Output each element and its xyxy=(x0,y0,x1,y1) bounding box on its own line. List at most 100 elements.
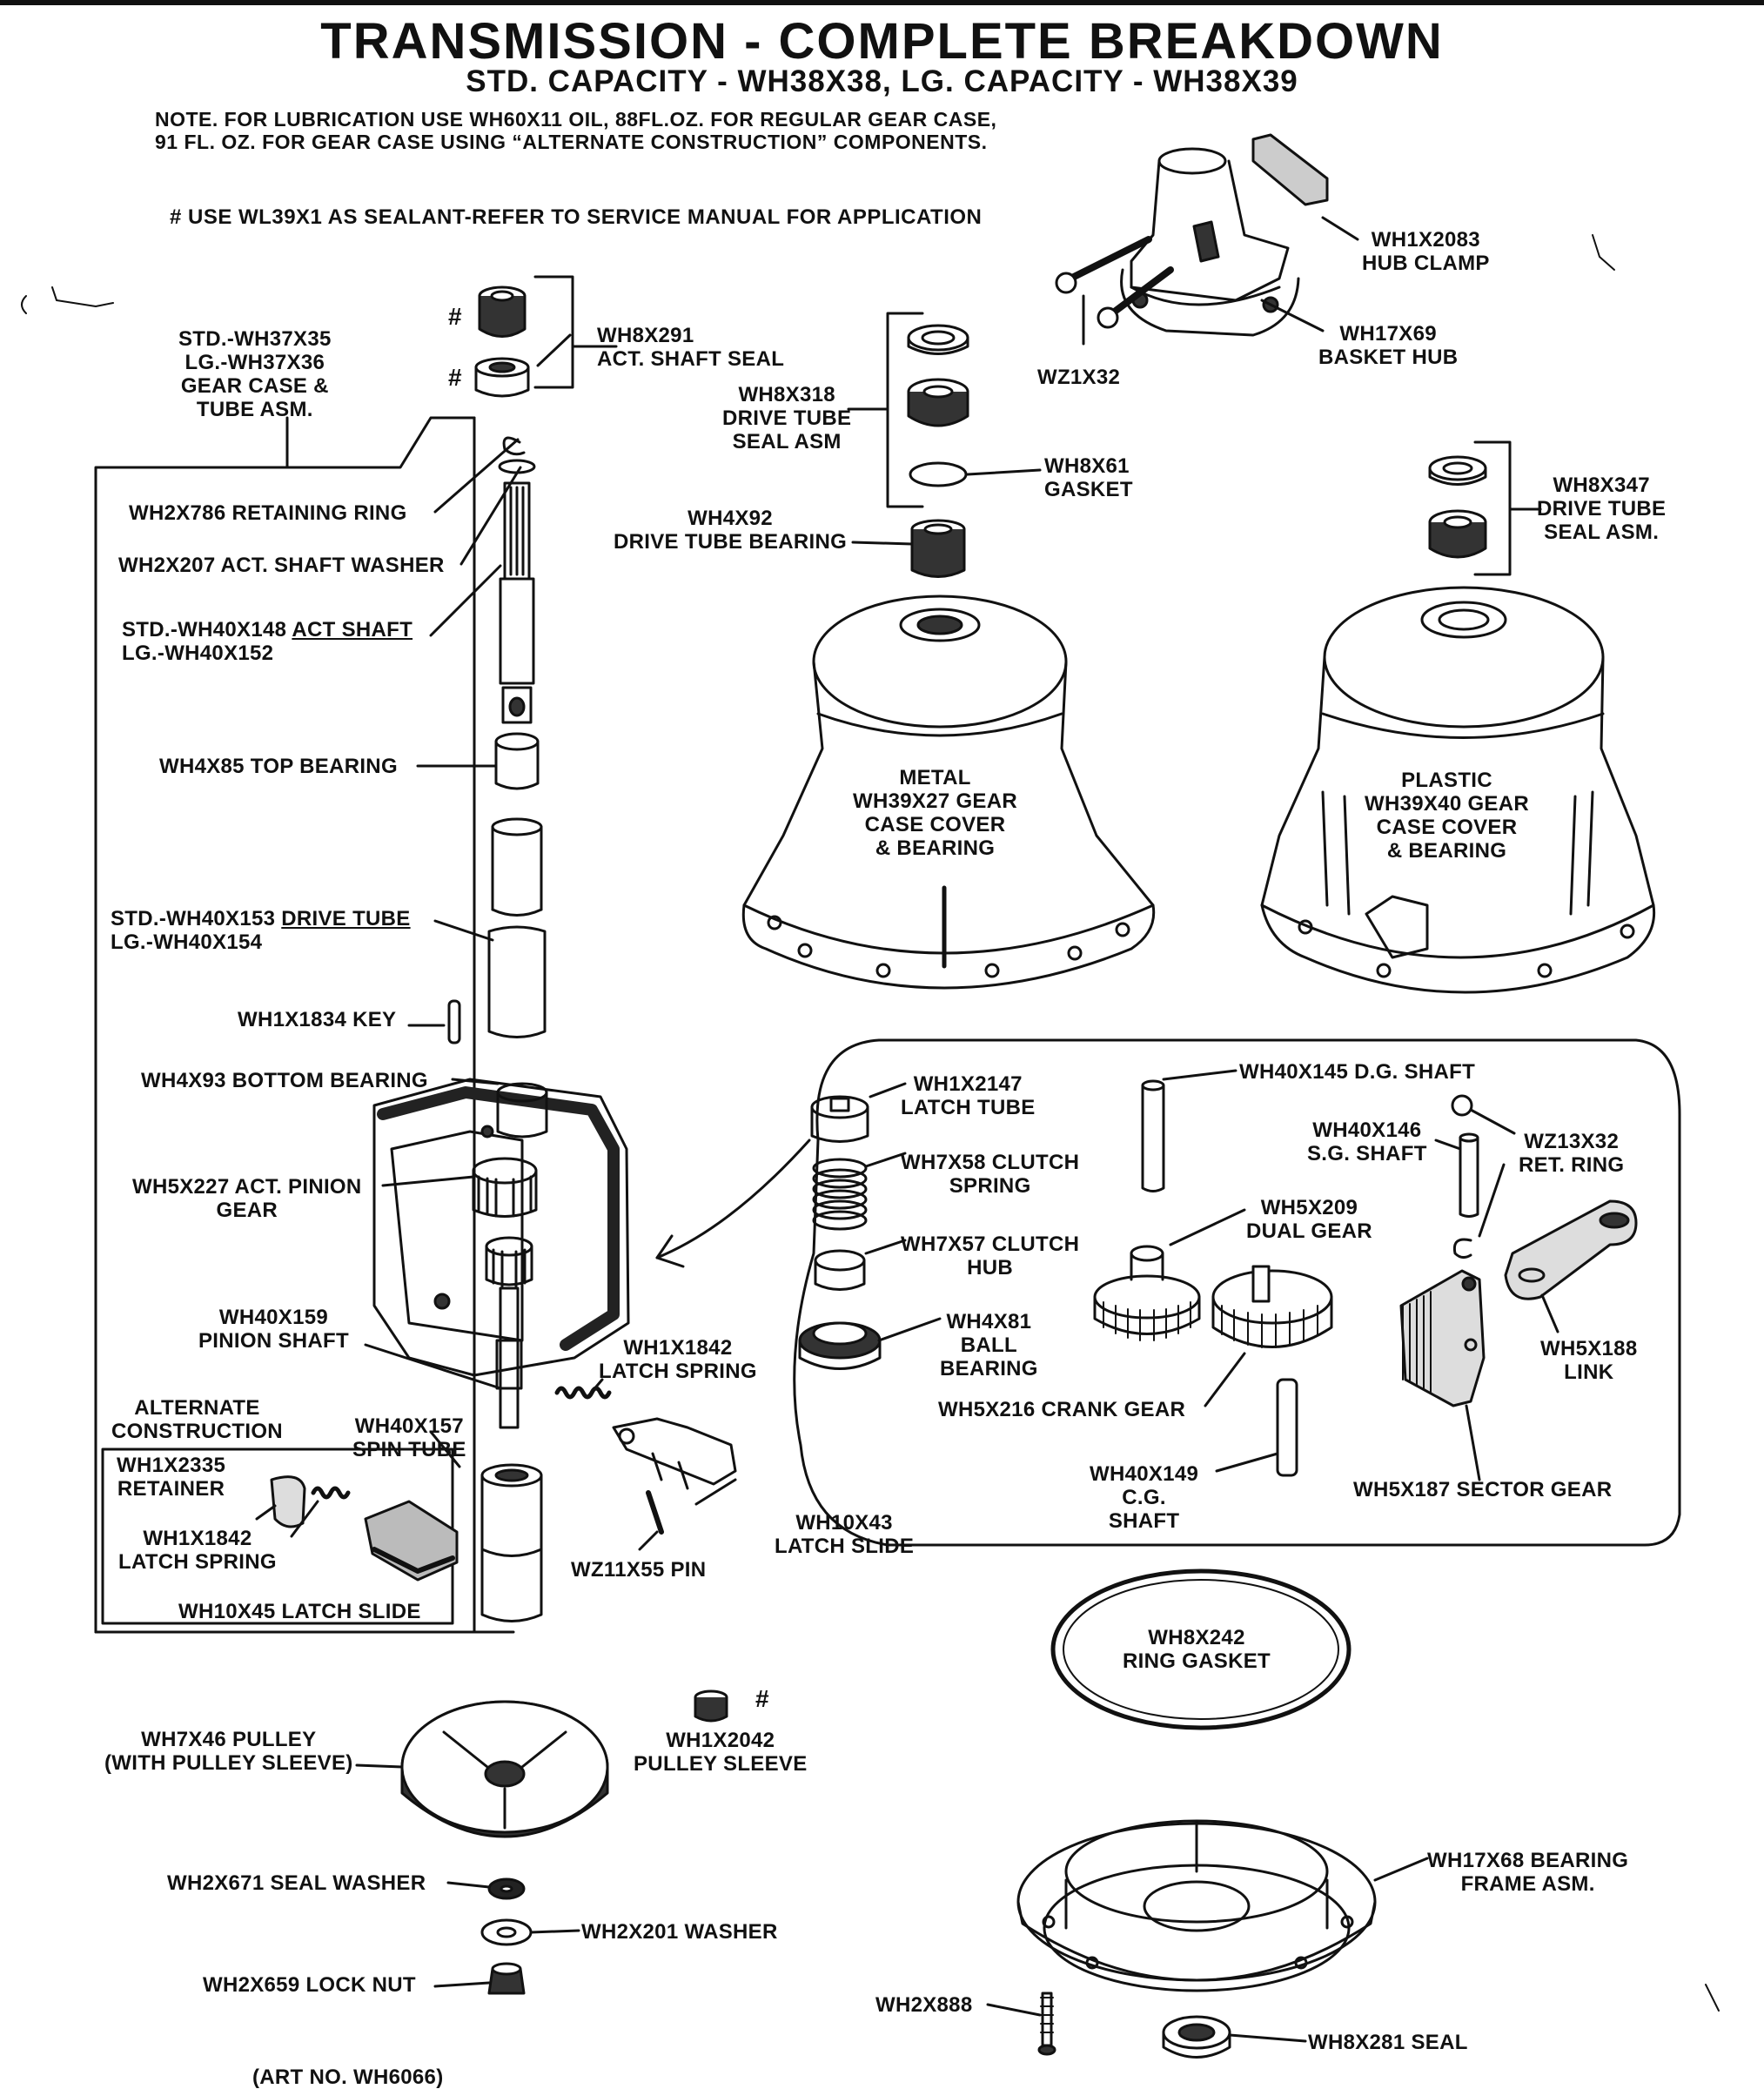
label-latch-slide: WH10X43 LATCH SLIDE xyxy=(775,1511,915,1558)
label-pinion-shaft: WH40X159 PINION SHAFT xyxy=(198,1306,349,1353)
label-crank-gear: WH5X216 CRANK GEAR xyxy=(938,1398,1186,1421)
drive-tube-bearing-icon xyxy=(910,519,966,578)
clutch-spring-icon xyxy=(812,1158,868,1231)
pin-icon xyxy=(646,1490,664,1535)
label-drive-tube-bearing: WH4X92 DRIVE TUBE BEARING xyxy=(614,507,848,554)
label-metal-cover: METAL WH39X27 GEAR CASE COVER & BEARING xyxy=(853,766,1017,860)
label-act-shaft-seal: WH8X291 ACT. SHAFT SEAL xyxy=(597,324,785,371)
plastic-gear-case-cover-icon xyxy=(1260,586,1656,994)
latch-slide-icon xyxy=(612,1417,737,1490)
label-bearing-frame: WH17X68 BEARING FRAME ASM. xyxy=(1427,1849,1629,1896)
retaining-ring-icon xyxy=(502,436,526,456)
label-act-pinion-gear: WH5X227 ACT. PINION GEAR xyxy=(132,1175,362,1222)
lubrication-note: NOTE. FOR LUBRICATION USE WH60X11 OIL, 8… xyxy=(155,108,996,153)
label-gasket: WH8X61 GASKET xyxy=(1044,454,1133,501)
wz1x32-bolts-icon xyxy=(1055,236,1174,329)
label-alt-latch-spring: WH1X1842 LATCH SPRING xyxy=(118,1527,277,1574)
ball-bearing-icon xyxy=(798,1321,882,1370)
label-act-shaft: STD.-WH40X148 ACT SHAFT LG.-WH40X152 xyxy=(122,618,413,665)
key-icon xyxy=(447,999,461,1044)
label-sector-gear: WH5X187 SECTOR GEAR xyxy=(1353,1478,1613,1501)
label-top-bearing: WH4X85 TOP BEARING xyxy=(159,755,398,778)
pulley-sleeve-icon xyxy=(694,1689,728,1723)
label-link: WH5X188 LINK xyxy=(1540,1337,1638,1384)
lock-nut-icon xyxy=(487,1962,526,1995)
label-key: WH1X1834 KEY xyxy=(238,1008,397,1031)
act-shaft-seal-upper-icon xyxy=(478,285,527,338)
spin-tube-icon xyxy=(480,1463,543,1622)
alt-latch-slide-icon xyxy=(364,1500,459,1582)
hash-mark: # xyxy=(448,364,462,391)
label-latch-tube: WH1X2147 LATCH TUBE xyxy=(901,1072,1036,1119)
label-pulley: WH7X46 PULLEY (WITH PULLEY SLEEVE) xyxy=(104,1728,353,1775)
drive-tube-seal-upper-icon xyxy=(907,324,969,355)
alt-latch-spring-icon xyxy=(311,1486,351,1500)
ret-ring-lower-icon xyxy=(1452,1238,1472,1259)
page-title: TRANSMISSION - COMPLETE BREAKDOWN xyxy=(320,13,1444,70)
link-icon xyxy=(1504,1199,1638,1300)
label-seal-washer: WH2X671 SEAL WASHER xyxy=(167,1871,426,1895)
ret-ring-upper-icon xyxy=(1451,1094,1473,1117)
label-ret-ring: WZ13X32 RET. RING xyxy=(1519,1130,1625,1177)
label-retainer: WH1X2335 RETAINER xyxy=(117,1454,226,1501)
label-act-shaft-washer: WH2X207 ACT. SHAFT WASHER xyxy=(118,554,445,577)
label-latch-spring: WH1X1842 LATCH SPRING xyxy=(599,1336,757,1383)
ring-gasket-icon xyxy=(1050,1568,1352,1730)
retainer-icon xyxy=(270,1475,306,1528)
label-dual-gear: WH5X209 DUAL GEAR xyxy=(1246,1196,1372,1243)
clutch-hub-icon xyxy=(814,1249,866,1291)
drive-tube-seal-right-upper-icon xyxy=(1428,455,1487,486)
label-hub-clamp: WH1X2083 HUB CLAMP xyxy=(1362,228,1490,275)
label-ring-gasket: WH8X242 RING GASKET xyxy=(1123,1626,1271,1673)
label-ball-bearing: WH4X81 BALL BEARING xyxy=(940,1310,1038,1380)
detail-bubble-outline xyxy=(793,1038,1681,1547)
act-shaft-seal-lower-icon xyxy=(474,357,530,398)
label-dg-shaft: WH40X145 D.G. SHAFT xyxy=(1239,1060,1476,1084)
hash-mark: # xyxy=(755,1685,769,1712)
dual-gear-icon xyxy=(1093,1245,1201,1341)
washer-icon xyxy=(480,1918,533,1946)
sg-shaft-icon xyxy=(1459,1132,1479,1218)
label-drive-tube-seal-asm-left: WH8X318 DRIVE TUBE SEAL ASM xyxy=(722,383,852,453)
sealant-note: # USE WL39X1 AS SEALANT-REFER TO SERVICE… xyxy=(170,205,983,229)
wh2x888-screw-icon xyxy=(1037,1992,1056,2056)
act-shaft-icon xyxy=(499,481,535,724)
label-gear-case-tube: STD.-WH37X35 LG.-WH37X36 GEAR CASE & TUB… xyxy=(178,327,332,421)
hash-mark: # xyxy=(448,303,462,330)
label-sg-shaft: WH40X146 S.G. SHAFT xyxy=(1307,1118,1427,1165)
label-cg-shaft: WH40X149 C.G. SHAFT xyxy=(1090,1462,1199,1533)
note-line: NOTE. FOR LUBRICATION USE WH60X11 OIL, 8… xyxy=(155,108,997,131)
page-subtitle: STD. CAPACITY - WH38X38, LG. CAPACITY - … xyxy=(466,64,1298,98)
bearing-frame-icon xyxy=(1016,1819,1377,1992)
top-bearing-icon xyxy=(494,732,540,790)
latch-spring-icon xyxy=(554,1386,612,1400)
label-washer: WH2X201 WASHER xyxy=(581,1920,778,1944)
hub-clamp-icon xyxy=(1251,133,1329,206)
label-wh2x888: WH2X888 xyxy=(875,1993,973,2017)
gasket-icon xyxy=(909,461,968,487)
label-lock-nut: WH2X659 LOCK NUT xyxy=(203,1973,416,1997)
label-pulley-sleeve: WH1X2042 PULLEY SLEEVE xyxy=(634,1729,808,1776)
drive-tube-seal-right-lower-icon xyxy=(1428,509,1487,559)
label-drive-tube-seal-asm-right: WH8X347 DRIVE TUBE SEAL ASM. xyxy=(1537,474,1667,544)
latch-tube-icon xyxy=(810,1095,869,1143)
label-basket-hub: WH17X69 BASKET HUB xyxy=(1318,322,1459,369)
sector-gear-icon xyxy=(1399,1269,1486,1407)
label-drive-tube: STD.-WH40X153 DRIVE TUBE LG.-WH40X154 xyxy=(111,907,411,954)
label-pin: WZ11X55 PIN xyxy=(571,1558,707,1582)
drive-tube-seal-asm-icon xyxy=(907,378,969,427)
label-bottom-bearing: WH4X93 BOTTOM BEARING xyxy=(141,1069,428,1092)
label-plastic-cover: PLASTIC WH39X40 GEAR CASE COVER & BEARIN… xyxy=(1365,769,1529,863)
pinion-shaft-icon xyxy=(485,1236,533,1429)
label-spin-tube: WH40X157 SPIN TUBE xyxy=(352,1414,466,1461)
label-retaining-ring: WH2X786 RETAINING RING xyxy=(129,501,407,525)
note-line: 91 FL. OZ. FOR GEAR CASE USING “ALTERNAT… xyxy=(155,131,988,153)
label-clutch-spring: WH7X58 CLUTCH SPRING xyxy=(901,1151,1080,1198)
wh8x281-seal-icon xyxy=(1162,2015,1231,2059)
pulley-icon xyxy=(400,1700,609,1838)
label-bolts: WZ1X32 xyxy=(1037,366,1121,389)
dg-shaft-icon xyxy=(1141,1079,1165,1192)
cg-shaft-icon xyxy=(1276,1378,1298,1477)
